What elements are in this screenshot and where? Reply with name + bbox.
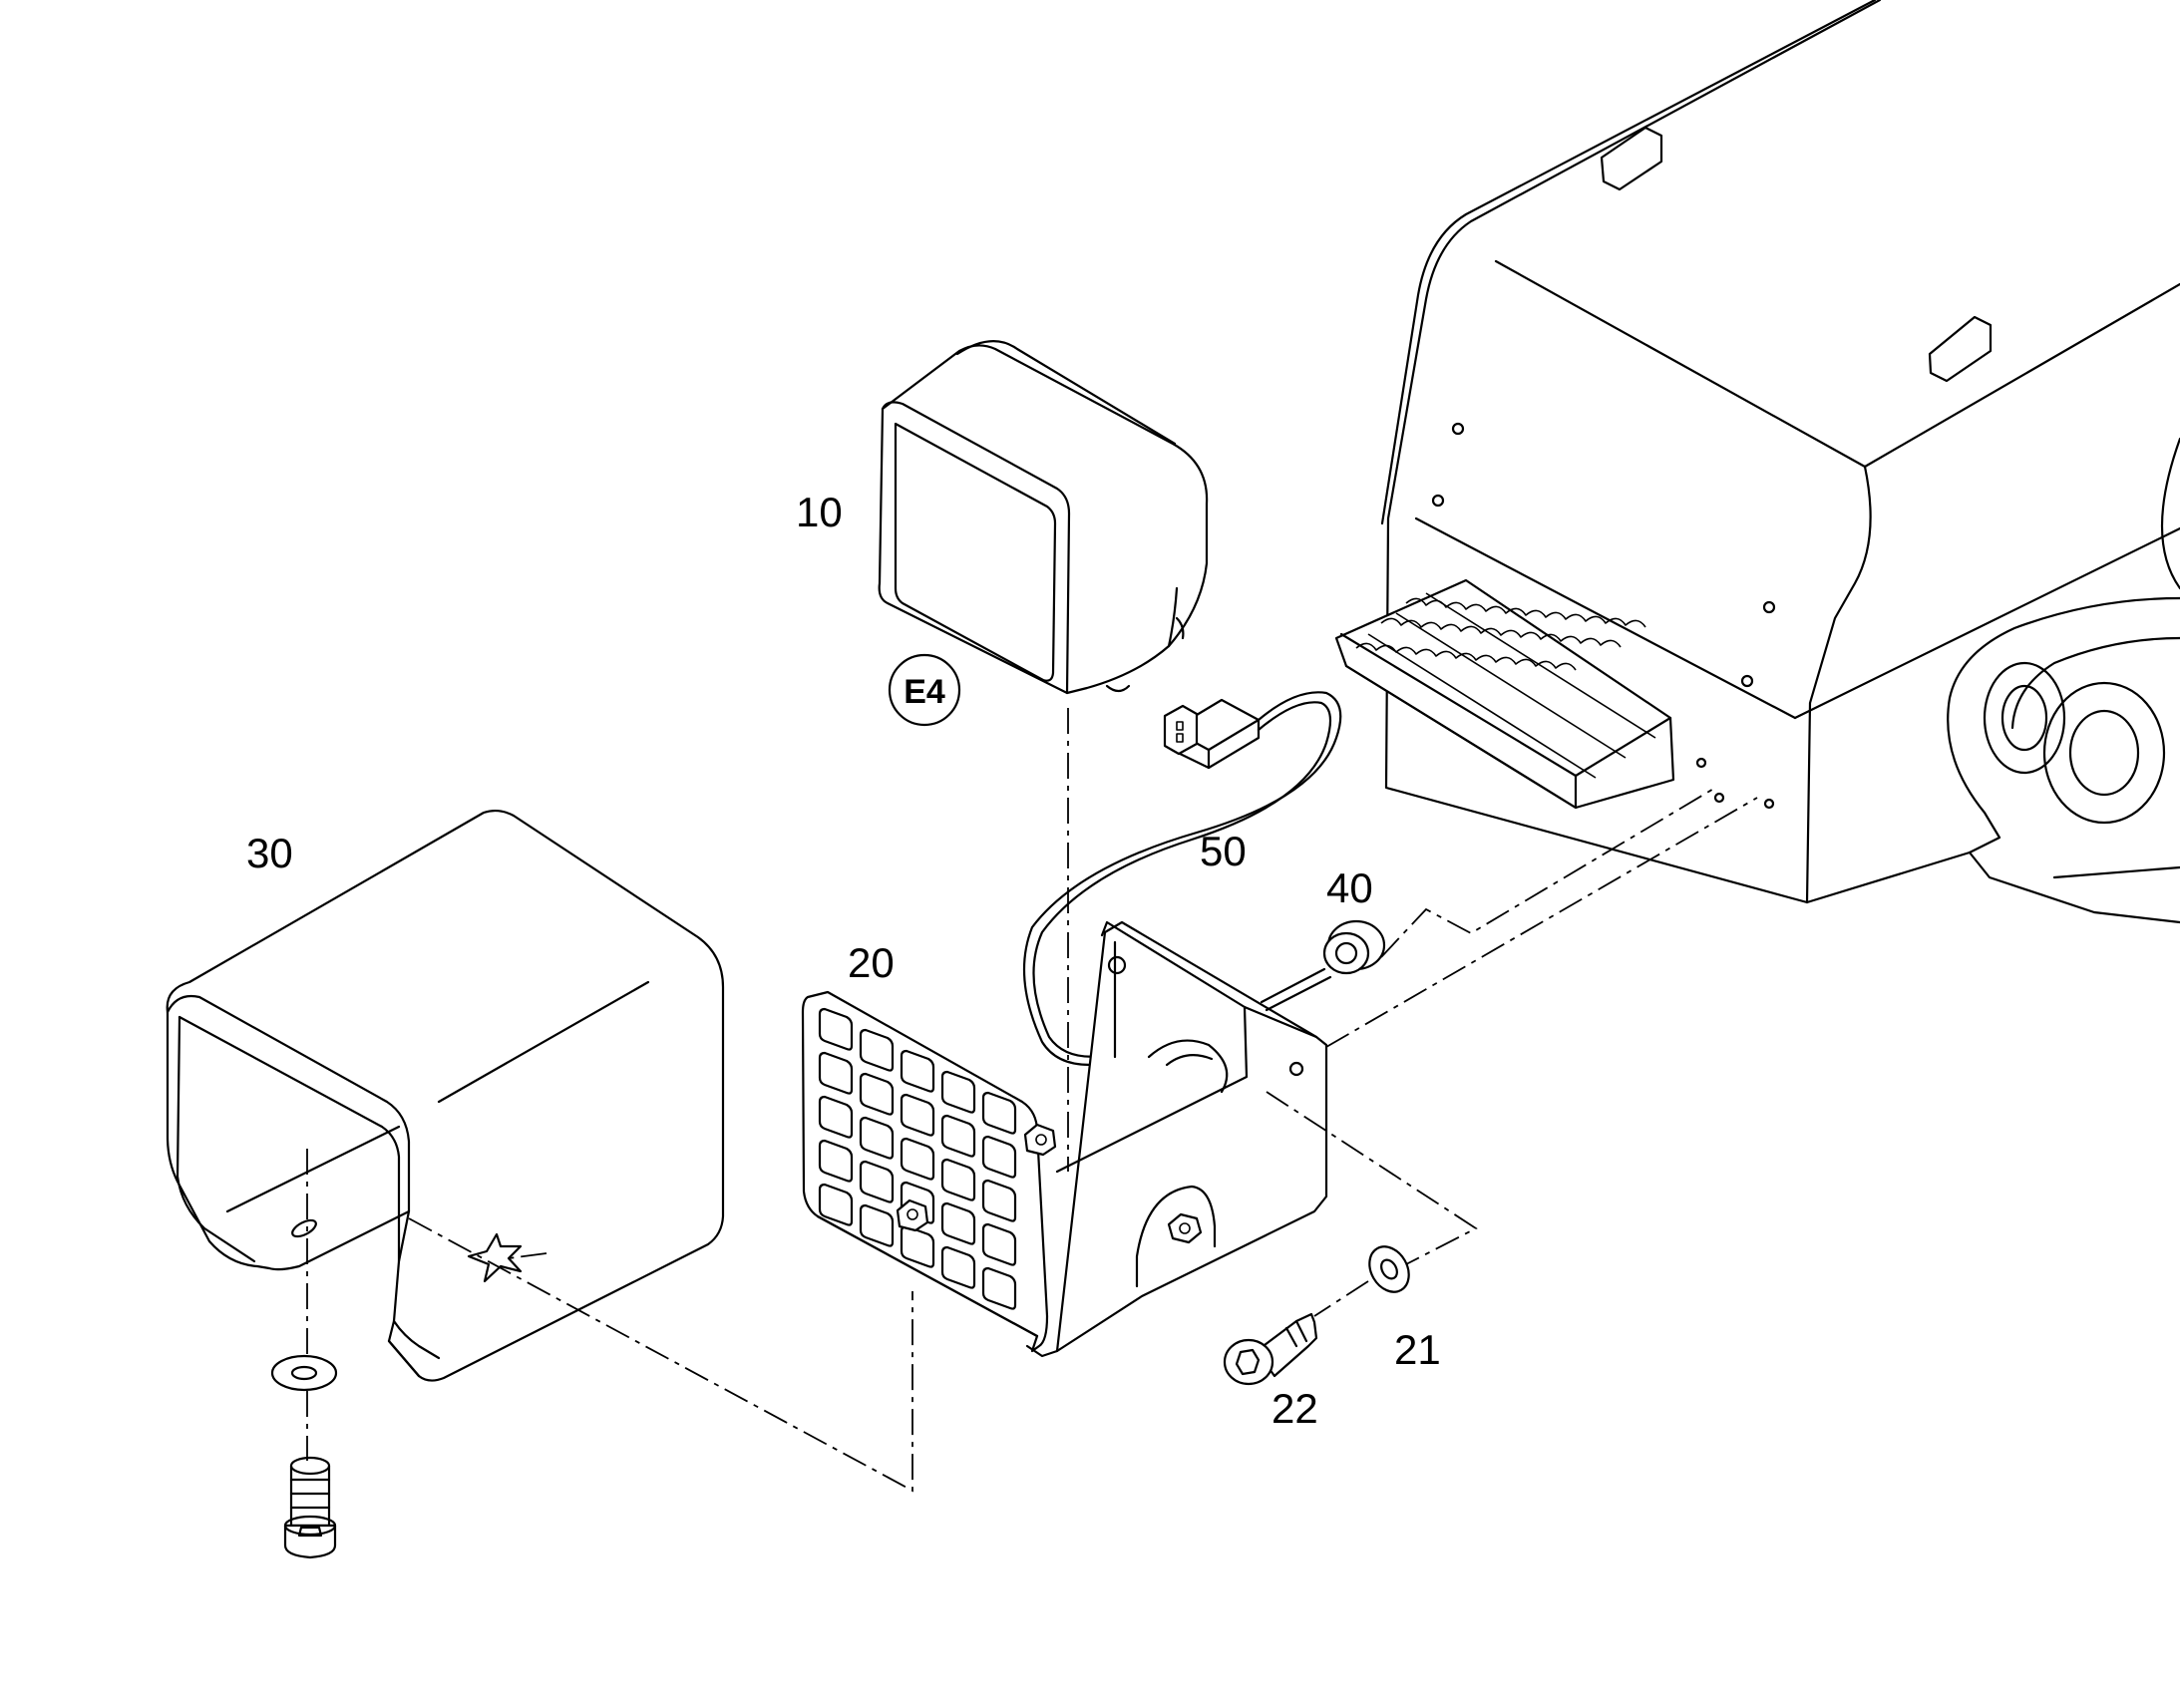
grille-cell xyxy=(818,1183,854,1226)
grille-cell xyxy=(900,1049,935,1093)
cable-connector xyxy=(1022,691,1342,1066)
grille-cell xyxy=(940,1114,976,1158)
bracket-bolt-heads xyxy=(896,1123,1057,1232)
lamp-cover xyxy=(166,809,725,1382)
machine-body xyxy=(1380,0,2180,924)
callout-40: 40 xyxy=(1326,864,1373,911)
grille-cell xyxy=(981,1266,1017,1310)
grille-cell xyxy=(940,1201,976,1245)
grille-cell xyxy=(818,1007,854,1051)
grille-cell xyxy=(981,1222,1017,1266)
grille-cell xyxy=(940,1158,976,1201)
screw-cover xyxy=(283,1456,337,1559)
work-lamp xyxy=(878,340,1209,695)
callout-10: 10 xyxy=(796,489,843,535)
callout-20: 20 xyxy=(848,939,895,986)
callout-50: 50 xyxy=(1200,828,1247,874)
grille-cell xyxy=(940,1070,976,1114)
grille-cell xyxy=(818,1139,854,1183)
callout-30: 30 xyxy=(246,830,293,876)
grille-cell xyxy=(859,1203,895,1247)
callout-21: 21 xyxy=(1394,1326,1441,1373)
grille-cell xyxy=(981,1179,1017,1222)
callout-22: 22 xyxy=(1272,1385,1318,1432)
grille-cell xyxy=(981,1091,1017,1135)
grille-cell xyxy=(859,1072,895,1116)
step-tread xyxy=(1334,578,1675,810)
grille-cell xyxy=(818,1095,854,1139)
assembly-centerlines xyxy=(306,708,1758,1493)
grille-cell xyxy=(818,1051,854,1095)
callout-labels: 10 30 20 50 40 21 22 xyxy=(246,489,1441,1432)
grille-cell xyxy=(900,1224,935,1268)
grille-cell xyxy=(981,1135,1017,1179)
grille-cell xyxy=(859,1028,895,1072)
grille-cells xyxy=(818,1007,1017,1310)
grille-cell xyxy=(940,1245,976,1289)
grille-cell xyxy=(859,1160,895,1203)
screw-22 xyxy=(1223,1312,1318,1386)
grille-cell xyxy=(900,1093,935,1137)
grommet-40 xyxy=(1260,919,1386,1012)
e4-badge-label: E4 xyxy=(904,673,945,711)
grille-cell xyxy=(900,1137,935,1181)
grille-cell xyxy=(859,1116,895,1160)
washer-cover xyxy=(270,1354,338,1392)
lamp-bracket xyxy=(801,920,1328,1358)
e4-badge: E4 xyxy=(888,653,961,727)
washer-21 xyxy=(1368,1245,1410,1293)
